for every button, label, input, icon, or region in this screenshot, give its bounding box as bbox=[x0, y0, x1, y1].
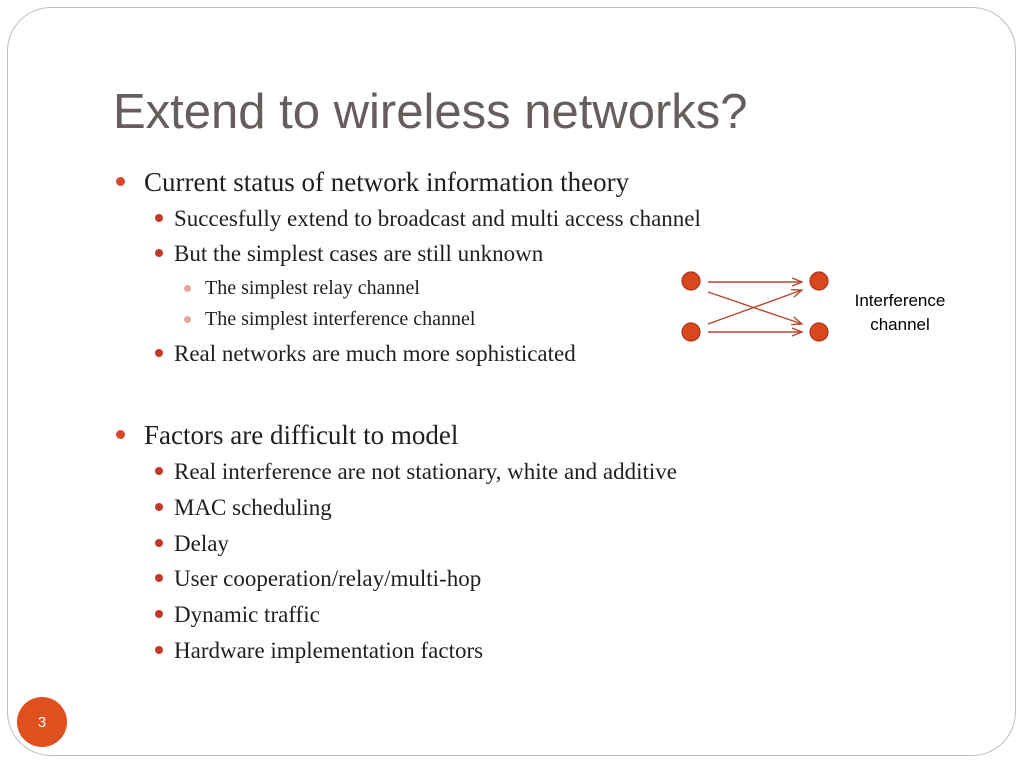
bullet-relay-channel: The simplest relay channel bbox=[205, 277, 420, 299]
slide-title: Extend to wireless networks? bbox=[113, 85, 748, 139]
bullet-dot bbox=[155, 646, 163, 654]
bullet-hardware: Hardware implementation factors bbox=[174, 638, 484, 663]
diagram-label: Interference channel bbox=[840, 289, 960, 337]
bullet-dot bbox=[155, 503, 163, 511]
bullet-dot bbox=[155, 574, 163, 582]
bullet-real-networks: Real networks are much more sophisticate… bbox=[174, 341, 576, 366]
bullet-dot bbox=[116, 177, 125, 186]
bullet-dot bbox=[184, 316, 191, 323]
bullet-mac-scheduling: MAC scheduling bbox=[174, 495, 332, 520]
bullet-dot bbox=[184, 285, 191, 292]
bullet-dot bbox=[155, 349, 163, 357]
bullet-dot bbox=[155, 610, 163, 618]
bullet-dot bbox=[116, 430, 125, 439]
bullet-dynamic-traffic: Dynamic traffic bbox=[174, 602, 320, 627]
diagram-label-line2: channel bbox=[870, 315, 930, 334]
bullet-dot bbox=[155, 214, 163, 222]
bullet-factors: Factors are difficult to model bbox=[144, 420, 459, 450]
slide-number-badge: 3 bbox=[17, 697, 67, 747]
bullet-dot bbox=[155, 467, 163, 475]
transmitter-node-1 bbox=[681, 271, 701, 291]
bullet-dot bbox=[155, 539, 163, 547]
interference-diagram bbox=[681, 271, 829, 342]
bullet-succesfully-extend: Succesfully extend to broadcast and mult… bbox=[174, 206, 701, 231]
receiver-node-2 bbox=[809, 322, 829, 342]
arrow-cross-up bbox=[707, 290, 802, 325]
bullet-user-cooperation: User cooperation/relay/multi-hop bbox=[174, 566, 482, 591]
bullet-delay: Delay bbox=[174, 531, 229, 556]
bullet-real-interference: Real interference are not stationary, wh… bbox=[174, 459, 678, 484]
bullet-interference-channel: The simplest interference channel bbox=[205, 308, 476, 330]
receiver-node-1 bbox=[809, 271, 829, 291]
arrow-cross-down bbox=[707, 291, 802, 324]
bullet-dot bbox=[155, 249, 163, 257]
diagram-label-line1: Interference bbox=[854, 291, 946, 310]
slide-number: 3 bbox=[37, 713, 47, 731]
slide-frame bbox=[7, 7, 1016, 756]
bullet-current-status: Current status of network information th… bbox=[144, 167, 630, 197]
bullet-simplest-cases: But the simplest cases are still unknown bbox=[174, 241, 544, 266]
transmitter-node-2 bbox=[681, 322, 701, 342]
